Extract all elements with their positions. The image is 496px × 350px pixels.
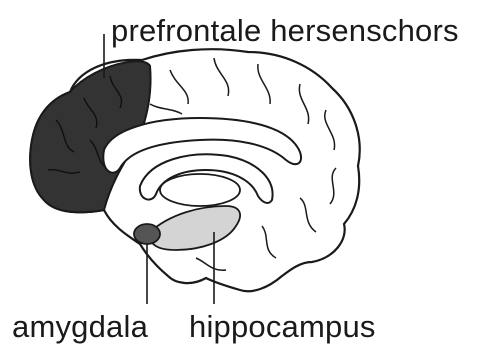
label-amygdala: amygdala [12,311,148,342]
amygdala-region [134,224,160,244]
label-prefrontal-cortex: prefrontale hersenschors [111,15,459,46]
thalamus [160,174,240,206]
label-hippocampus: hippocampus [189,311,376,342]
